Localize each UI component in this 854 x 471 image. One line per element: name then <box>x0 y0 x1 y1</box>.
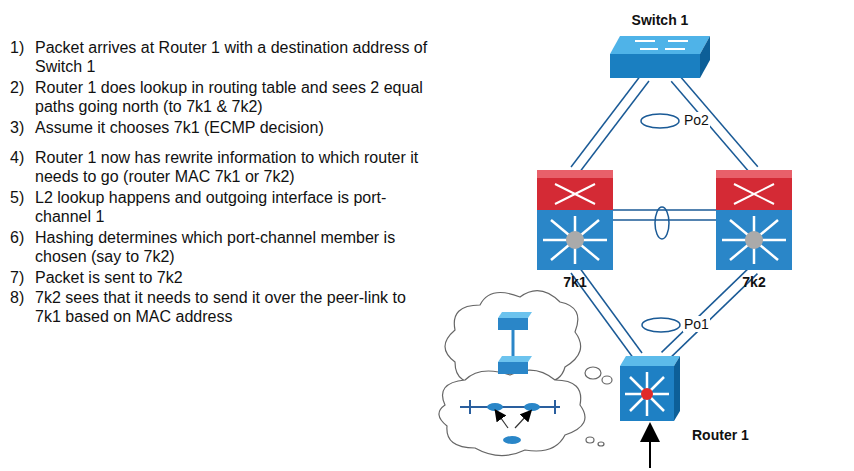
port-channel-label: Po2 <box>683 112 710 128</box>
nexus-switch: 7k1 <box>537 170 613 270</box>
step-text: Router 1 now has rewrite information to … <box>35 148 435 186</box>
step-text: Packet arrives at Router 1 with a destin… <box>35 38 435 76</box>
step-number: 4) <box>10 148 24 167</box>
switch-icon: Switch 1 <box>610 36 710 78</box>
step-number: 3) <box>10 118 24 137</box>
step-number: 2) <box>10 78 24 97</box>
port-channel-label: Po1 <box>683 316 710 332</box>
link-line <box>671 81 750 173</box>
link-connector <box>613 210 716 220</box>
step-number: 8) <box>10 288 24 307</box>
peer-link-ring <box>655 207 669 239</box>
link-line <box>613 219 716 221</box>
step-text: Packet is sent to 7k2 <box>35 268 435 287</box>
po-ring <box>642 318 680 332</box>
step-text: L2 lookup happens and outgoing interface… <box>35 188 435 226</box>
link-line <box>579 81 649 173</box>
device-label: Switch 1 <box>632 12 689 28</box>
link-line <box>571 75 641 167</box>
step-text: Hashing determines which port-channel me… <box>35 228 435 266</box>
po-ring <box>641 114 679 128</box>
mini-switches <box>460 312 560 444</box>
step-number: 7) <box>10 268 24 287</box>
device-label: Router 1 <box>692 427 749 443</box>
device-label: 7k2 <box>742 274 765 290</box>
step-number: 1) <box>10 38 24 57</box>
link-line <box>662 266 751 352</box>
step-number: 6) <box>10 228 24 247</box>
link-connector <box>571 75 649 173</box>
link-line <box>679 75 758 167</box>
thought-cloud <box>439 291 612 456</box>
incoming-arrow <box>649 432 651 468</box>
step-text: Router 1 does lookup in routing table an… <box>35 78 435 116</box>
nexus-switch: 7k2 <box>716 170 792 270</box>
link-line <box>613 209 716 211</box>
router-icon: Router 1 <box>620 356 680 421</box>
step-text: 7k2 sees that it needs to send it over t… <box>35 288 435 326</box>
step-text: Assume it chooses 7k1 (ECMP decision) <box>35 118 435 137</box>
link-connector <box>671 75 758 174</box>
device-label: 7k1 <box>563 274 586 290</box>
step-number: 5) <box>10 188 24 207</box>
link-line <box>579 267 642 353</box>
